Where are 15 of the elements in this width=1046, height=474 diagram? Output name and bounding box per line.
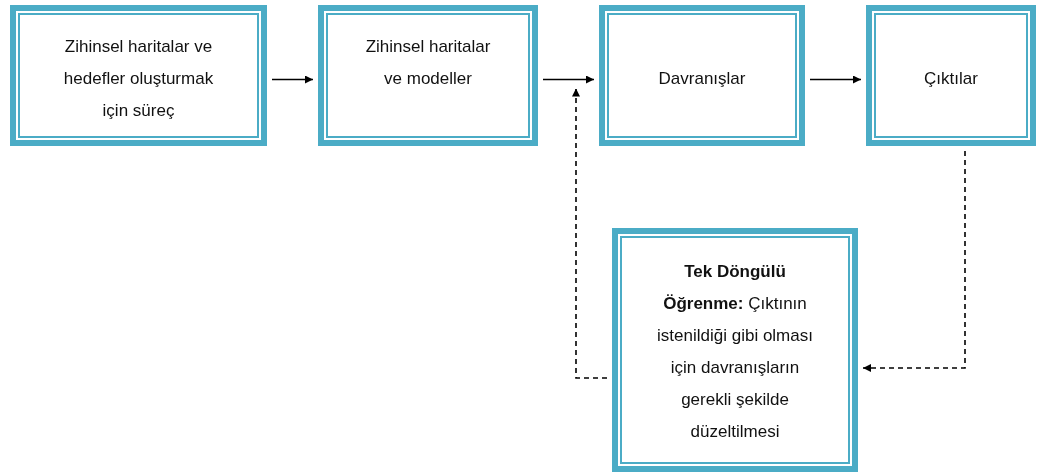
arrow (572, 87, 608, 379)
arrow (271, 75, 314, 84)
arrow (862, 150, 966, 372)
process-box (866, 5, 1036, 146)
box-text: Çıktılar (924, 68, 978, 90)
process-box (318, 5, 538, 146)
box-text: Tek Döngülü Öğrenme: Çıktının istenildiği gibi olması için davranışların gerekli şekilde düzeltilmesi (656, 261, 814, 443)
process-box (10, 5, 267, 146)
process-box (612, 228, 858, 472)
process-box (599, 5, 805, 146)
arrow (809, 75, 862, 84)
arrow (542, 75, 595, 84)
box-text: Davranışlar (658, 68, 746, 90)
box-text: Zihinsel haritalar ve hedefler oluşturmak için süreç (62, 36, 215, 122)
box-text: Zihinsel haritalar ve modeller (364, 36, 492, 90)
